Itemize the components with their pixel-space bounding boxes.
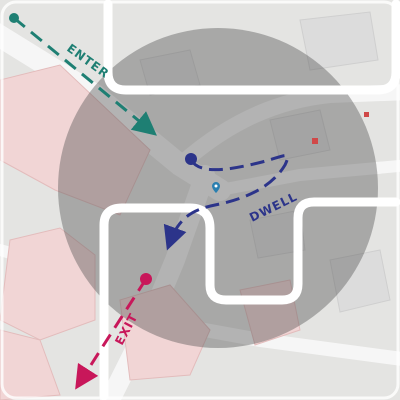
frame-lines	[99, 0, 400, 400]
enter-path	[9, 13, 157, 136]
map-pin-icon	[212, 182, 220, 193]
exit-start-dot	[140, 273, 152, 285]
building-outlines	[139, 11, 391, 313]
poi-square-icon	[312, 138, 318, 144]
enter-arrow	[13, 16, 157, 136]
poi-square-icon-2	[364, 112, 369, 117]
exit-path	[75, 273, 152, 390]
dwell-start-dot	[185, 153, 197, 165]
enter-start-dot	[9, 13, 19, 23]
dwell-arrow	[163, 154, 290, 251]
exit-arrow	[75, 278, 148, 390]
dwell-path	[163, 153, 290, 251]
